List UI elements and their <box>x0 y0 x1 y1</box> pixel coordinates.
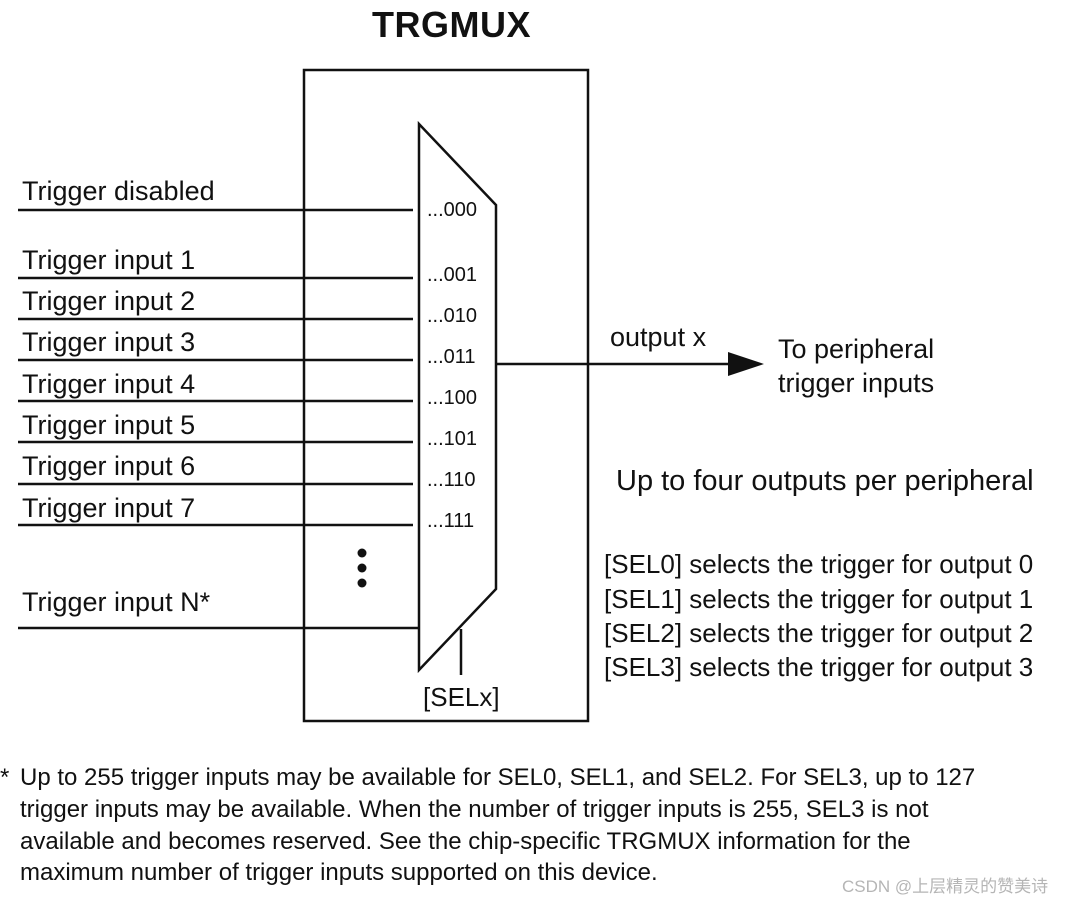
peripheral-label-line: trigger inputs <box>778 368 935 398</box>
ellipsis-dot <box>357 548 367 558</box>
select-description: [SEL2] selects the trigger for output 2 <box>604 618 1034 648</box>
footnote-line: maximum number of trigger inputs support… <box>20 859 658 886</box>
input-label-2: Trigger input 2 <box>22 286 196 316</box>
select-description: [SEL0] selects the trigger for output 0 <box>604 549 1034 579</box>
select-code-000: ...000 <box>427 199 478 221</box>
input-label-6: Trigger input 6 <box>22 451 196 481</box>
footnote-line: available and becomes reserved. See the … <box>20 828 911 855</box>
input-label-disabled: Trigger disabled <box>22 176 215 206</box>
select-code-110: ...110 <box>427 469 476 491</box>
input-label-n: Trigger input N* <box>22 587 211 617</box>
input-label-5: Trigger input 5 <box>22 410 196 440</box>
mux-symbol <box>417 120 498 674</box>
input-label-3: Trigger input 3 <box>22 327 196 357</box>
ellipsis-dot <box>357 578 367 588</box>
outputs-note: Up to four outputs per peripheral <box>616 465 1034 497</box>
peripheral-label-line: To peripheral <box>778 334 935 364</box>
trgmux-box <box>302 68 590 723</box>
footnote-line: Up to 255 trigger inputs may be availabl… <box>20 764 976 791</box>
ellipsis-dot <box>357 563 367 573</box>
output-label: output x <box>610 322 707 352</box>
input-label-1: Trigger input 1 <box>22 245 196 275</box>
footnote-marker: * <box>0 764 10 791</box>
input-label-7: Trigger input 7 <box>22 493 196 523</box>
select-code-010: ...010 <box>427 305 478 327</box>
select-code-111: ...111 <box>427 510 475 532</box>
diagram-title: TRGMUX <box>372 4 531 45</box>
select-description: [SEL1] selects the trigger for output 1 <box>604 584 1034 614</box>
select-code-001: ...001 <box>427 264 478 286</box>
input-label-4: Trigger input 4 <box>22 369 196 399</box>
select-code-101: ...101 <box>427 428 478 450</box>
select-code-100: ...100 <box>427 387 478 409</box>
footnote-line: trigger inputs may be available. When th… <box>20 796 929 823</box>
output-arrow-icon <box>728 352 764 376</box>
select-code-011: ...011 <box>427 346 476 368</box>
watermark: CSDN @上层精灵的赞美诗 <box>842 877 1049 896</box>
select-label: [SELx] <box>423 682 500 712</box>
select-description: [SEL3] selects the trigger for output 3 <box>604 652 1034 682</box>
